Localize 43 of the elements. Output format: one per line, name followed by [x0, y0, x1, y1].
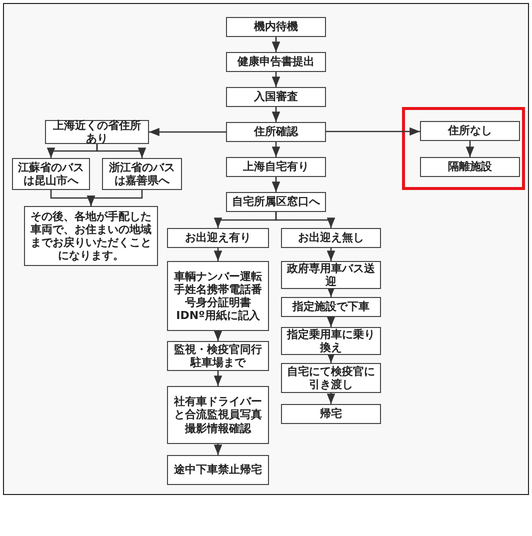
process-box: 上海自宅有り: [226, 157, 326, 177]
process-box: 入国審査: [226, 87, 326, 107]
arrow: [96, 144, 146, 158]
process-box: 車輌ナンバー運転手姓名携帯電話番号身分証明書IDNº用紙に記入: [167, 261, 269, 331]
process-box: 政府専用車バス送迎: [281, 261, 381, 289]
process-box: 指定乗用車に乗り換え: [281, 327, 381, 355]
arrow: [86, 190, 143, 206]
arrow: [326, 286, 336, 297]
arrow: [272, 72, 280, 87]
process-box: 指定施設で下車: [281, 297, 381, 317]
process-box: 社有車ドライバーと合流監視員写真撮影情報確認: [167, 386, 269, 444]
process-box: 機内待機: [226, 17, 326, 37]
process-box: 浙江省のバスは嘉善県へ: [102, 158, 182, 190]
process-box: 隔離施設: [420, 157, 520, 177]
process-box: 途中下車禁止帰宅: [167, 455, 269, 485]
process-box: 自宅所属区窓口へ: [226, 192, 326, 212]
arrow: [326, 393, 336, 404]
arrow: [149, 128, 226, 136]
arrow: [272, 107, 280, 122]
arrow: [326, 316, 336, 327]
arrow: [272, 37, 280, 52]
process-box: 住所なし: [420, 121, 520, 141]
arrow: [214, 444, 222, 455]
process-box: お出迎え有り: [167, 228, 269, 248]
arrow: [272, 142, 280, 157]
arrow: [214, 330, 222, 341]
process-box: その後、各地が手配した車両で、お住まいの地域までお戻りいただくことになります。: [24, 206, 158, 266]
arrow: [272, 177, 280, 192]
process-box: 自宅にて検疫官に引き渡し: [281, 363, 381, 393]
process-box: 江蘇省のバスは昆山市へ: [12, 158, 90, 190]
arrow: [275, 212, 336, 228]
process-box: 住所確認: [226, 122, 326, 142]
arrow: [214, 248, 222, 261]
process-box: お出迎え無し: [281, 228, 381, 248]
arrow: [466, 141, 474, 157]
process-box: 健康申告書提出: [226, 52, 326, 72]
arrow: [214, 371, 222, 386]
arrow: [326, 352, 336, 363]
process-box: 監視・検疫官同行駐車場まで: [167, 341, 269, 371]
arrow: [326, 127, 420, 136]
process-box: 帰宅: [281, 404, 381, 424]
arrow: [326, 248, 336, 261]
process-box: 上海近くの省住所あり: [45, 120, 149, 144]
